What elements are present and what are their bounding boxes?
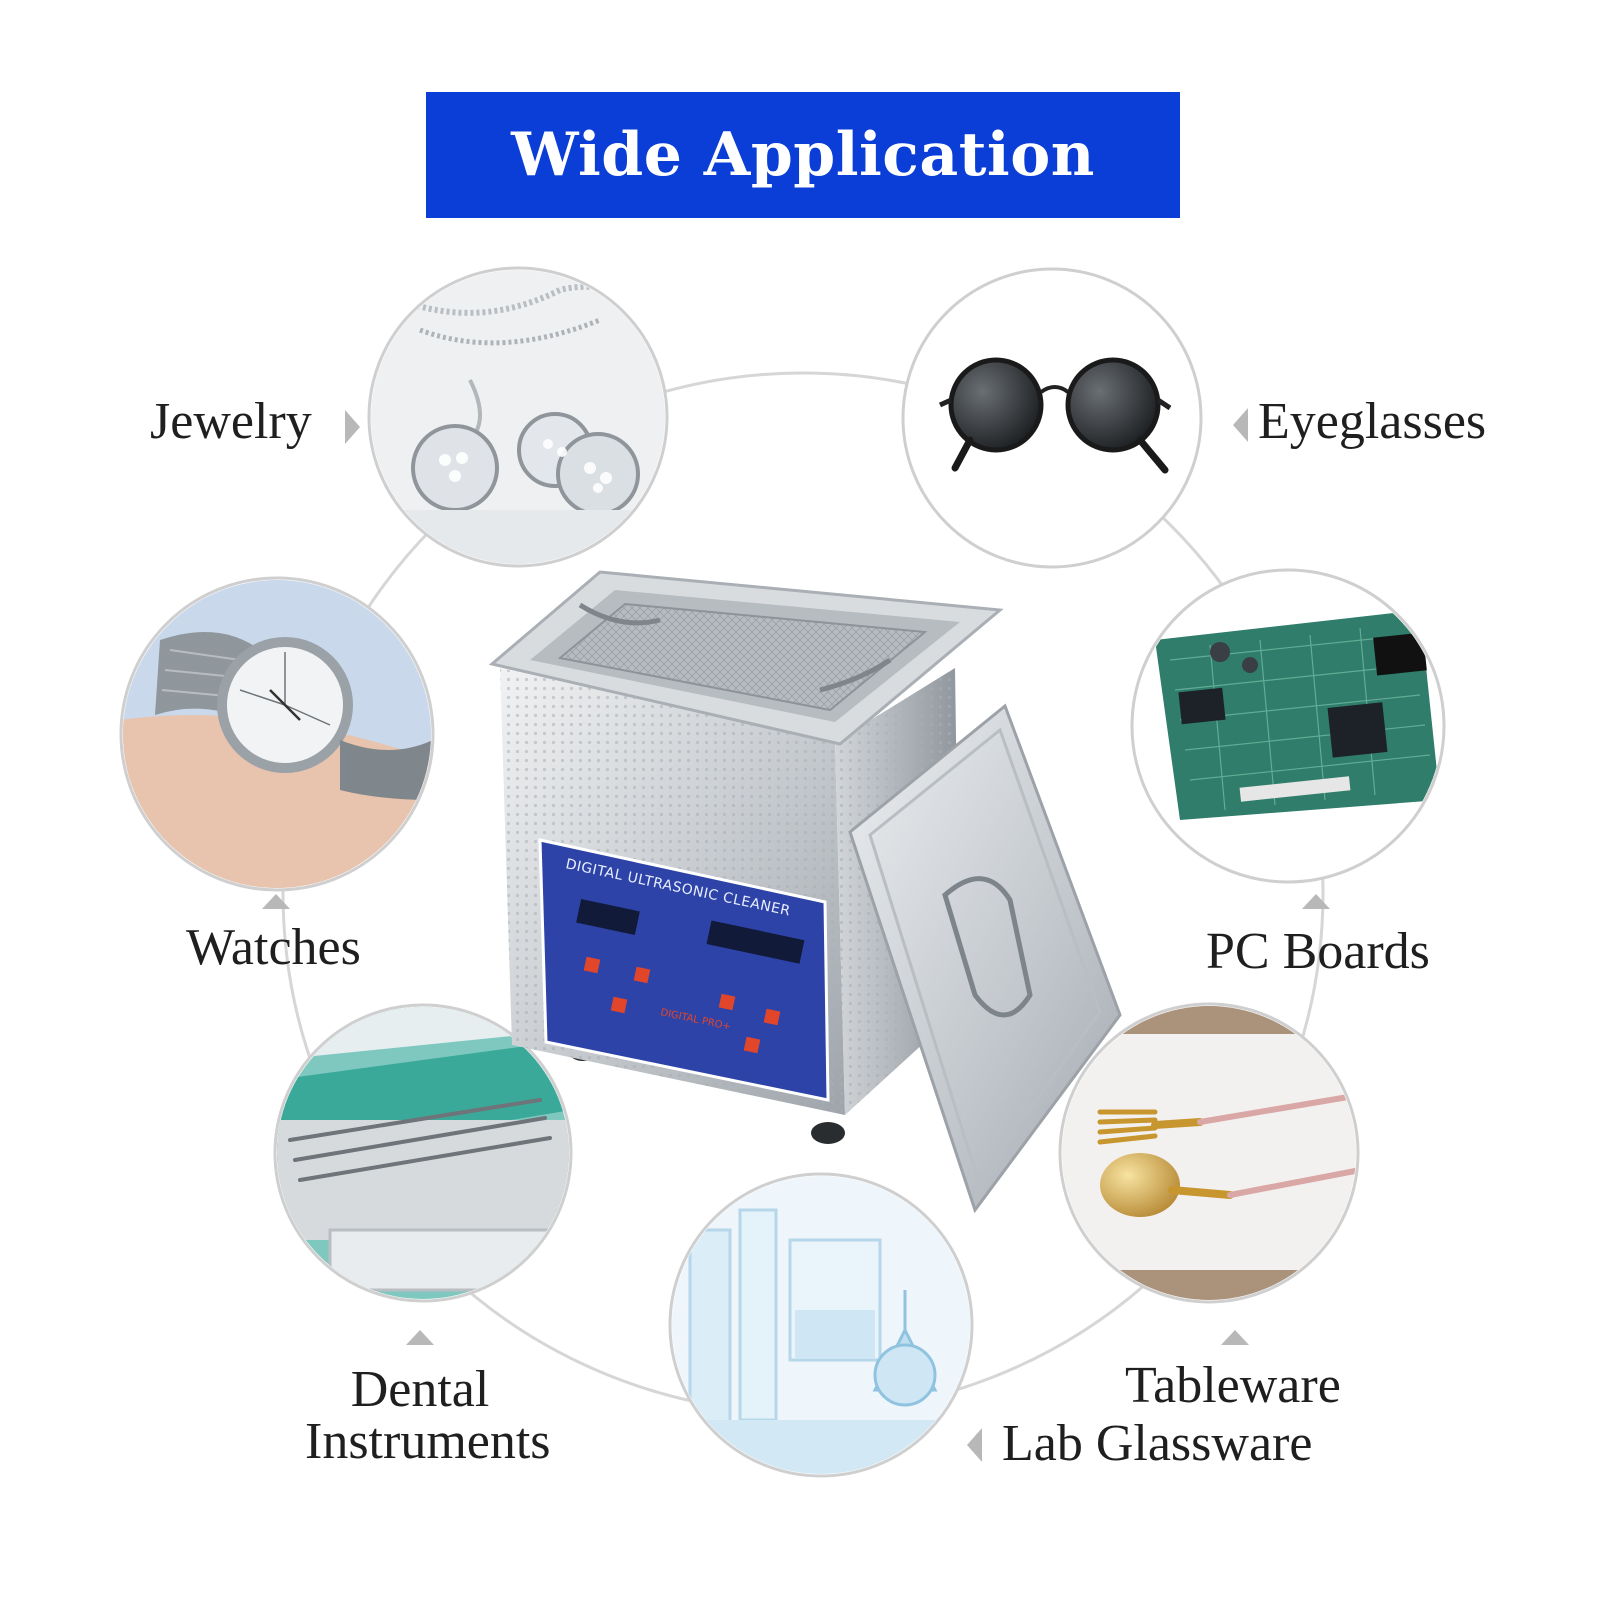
- label-pc-boards: PC Boards: [1206, 923, 1430, 980]
- sunglasses-icon: [901, 267, 1203, 569]
- arrow-up-icon: [1221, 1330, 1249, 1345]
- banner-title: Wide Application: [511, 120, 1095, 190]
- tableware-icon: [1058, 1002, 1360, 1304]
- label-watches: Watches: [186, 919, 361, 976]
- watch-icon: [119, 576, 435, 892]
- title-banner: Wide Application: [426, 92, 1180, 218]
- arrow-left-icon: [967, 1428, 982, 1462]
- label-dental-instruments: Dental Instruments: [305, 1361, 551, 1470]
- dental-instruments-icon: [273, 1003, 573, 1303]
- label-eyeglasses: Eyeglasses: [1258, 393, 1487, 450]
- ultrasonic-cleaner: DIGITAL ULTRASONIC CLEANER DIGITAL PRO+: [488, 570, 1122, 1214]
- pc-board-icon: [1130, 568, 1446, 884]
- cleaner-lid: [848, 703, 1122, 1214]
- arrow-up-icon: [406, 1330, 434, 1345]
- label-tableware: Tableware: [1125, 1357, 1341, 1414]
- lab-glassware-icon: [668, 1172, 974, 1478]
- label-lab-glassware: Lab Glassware: [1002, 1415, 1313, 1472]
- arrow-right-icon: [345, 410, 360, 444]
- label-jewelry: Jewelry: [150, 393, 312, 450]
- arrow-up-icon: [262, 894, 290, 909]
- arrow-up-icon: [1302, 894, 1330, 909]
- arrow-left-icon: [1233, 408, 1248, 442]
- jewelry-icon: [367, 266, 669, 568]
